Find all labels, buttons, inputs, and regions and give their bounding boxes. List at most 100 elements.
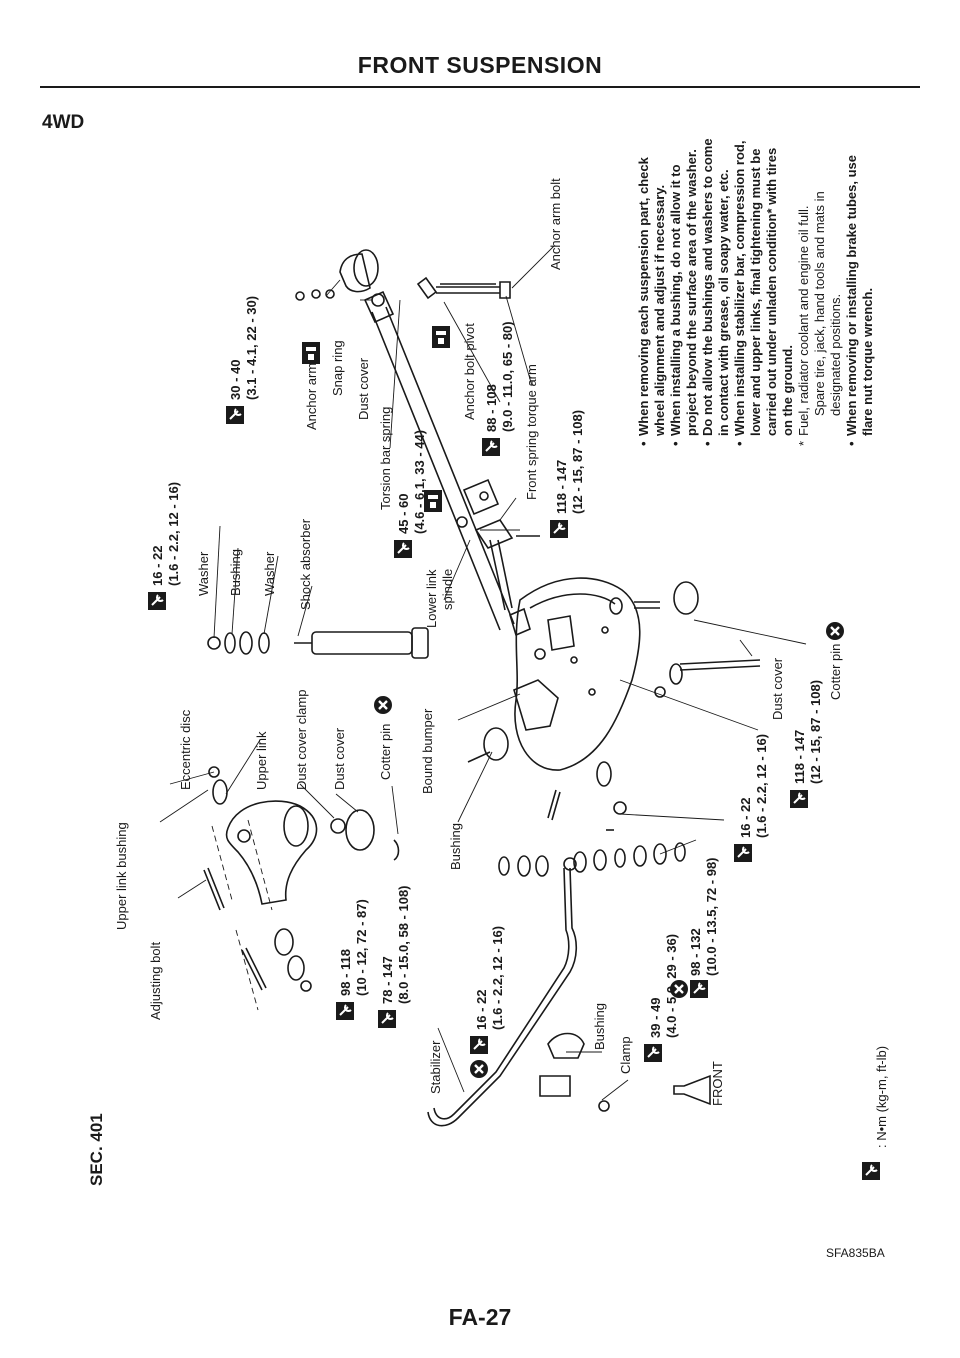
label-anchor-arm-bolt: Anchor arm bolt: [548, 178, 563, 270]
stabilizer-drawing: [427, 842, 686, 1127]
note-6b: flare nut torque wrench.: [860, 288, 875, 436]
label-washer-2: Washer: [262, 551, 277, 596]
wrench-icon: [549, 519, 569, 539]
wrench-icon: [335, 1001, 355, 1021]
shock-absorber-drawing: [207, 627, 429, 659]
anchor-arm-drawing: [295, 249, 511, 307]
torque-6-value: 16 - 22: [738, 798, 753, 838]
page-header: FRONT SUSPENSION: [357, 52, 603, 78]
torque-6-detail: (1.6 - 2.2, 12 - 16): [754, 734, 769, 838]
torque-10-value: 118 - 147: [554, 460, 569, 514]
torque-11-detail: (9.0 - 11.0, 65 - 80): [500, 321, 515, 432]
label-dust-cover-1: Dust cover: [332, 727, 347, 790]
label-spindle: spindle: [440, 569, 455, 610]
note-3b: in contact with grease, oil soapy water,…: [716, 169, 731, 436]
note-4c: carried out under unladen condition* wit…: [764, 148, 779, 436]
note-6-bullet: •: [844, 441, 859, 446]
label-bushing-1: Bushing: [448, 823, 463, 870]
note-3-bullet: •: [700, 441, 715, 446]
note-2a: When installing a bushing, do not allow …: [668, 164, 683, 436]
torque-1-detail: (10 - 12, 72 - 87): [354, 899, 369, 996]
stabilizer-washers: [498, 842, 686, 877]
label-bound-bumper: Bound bumper: [420, 708, 435, 794]
wrench-icon: [393, 539, 413, 559]
torque-legend: : N•m (kg-m, ft-lb): [861, 1046, 889, 1181]
grease-icon: [302, 342, 320, 364]
grease-icon: [424, 490, 442, 512]
torque-2-value: 78 - 147: [380, 956, 395, 1004]
label-bushing-2: Bushing: [592, 1003, 607, 1050]
torque-3-value: 16 - 22: [474, 990, 489, 1030]
replace-x-icon: [824, 620, 846, 642]
label-upper-link: Upper link: [254, 731, 269, 790]
note-2b: project beyond the surface area of the w…: [684, 149, 699, 436]
torque-5-value: 98 - 132: [688, 928, 703, 976]
sec-label: SEC. 401: [87, 1113, 106, 1186]
note-4b: lower and upper links, final tightening …: [748, 149, 763, 436]
wrench-icon: [861, 1161, 881, 1181]
label-cotter-pin-2: Cotter pin: [828, 644, 843, 700]
wrench-icon: [733, 843, 753, 863]
torque-5-detail: (10.0 - 13.5, 72 - 98): [704, 857, 719, 976]
label-lower-link: Lower link: [424, 569, 439, 628]
note-5b: Spare tire, jack, hand tools and mats in: [812, 191, 827, 416]
torque-4-value: 39 - 49: [648, 998, 663, 1038]
label-anchor-arm: Anchor arm: [304, 363, 319, 430]
wrench-icon: [377, 1009, 397, 1029]
spindle-drawing: [456, 491, 540, 611]
wrench-icon: [789, 789, 809, 809]
label-adjusting-bolt: Adjusting bolt: [148, 942, 163, 1020]
torque-11-value: 88 - 108: [484, 384, 499, 432]
compression-rod-drawing: [547, 581, 761, 831]
note-4a: When installing stabilizer bar, compress…: [732, 141, 747, 436]
note-6a: When removing or installing brake tubes,…: [844, 155, 859, 436]
torque-12-detail: (3.1 - 4.1, 22 - 30): [244, 296, 259, 400]
label-bushing-3: Bushing: [228, 549, 243, 596]
label-dust-cover-3: Dust cover: [770, 657, 785, 720]
wrench-icon: [225, 405, 245, 425]
label-clamp: Clamp: [618, 1036, 633, 1074]
torque-9-value: 45 - 60: [396, 494, 411, 534]
replace-x-icon: [468, 1058, 490, 1080]
part-labels: Upper link bushing Adjusting bolt Eccent…: [114, 178, 843, 1106]
wrench-icon: [147, 591, 167, 611]
label-front-spring-torque-arm: Front spring torque arm: [524, 364, 539, 500]
page-number: FA-27: [448, 1304, 512, 1330]
note-5a: Fuel, radiator coolant and engine oil fu…: [796, 205, 811, 436]
upper-link-drawing: [203, 766, 400, 1011]
label-dust-cover-2: Dust cover: [356, 357, 371, 420]
grease-icon: [432, 326, 450, 348]
bound-bumper-drawing: [467, 679, 559, 763]
label-eccentric-disc: Eccentric disc: [178, 709, 193, 790]
section-subtitle: 4WD: [42, 112, 85, 133]
torque-2-detail: (8.0 - 15.0, 58 - 108): [396, 885, 411, 1004]
torque-7-detail: (12 - 15, 87 - 108): [808, 680, 823, 784]
torque-8-value: 16 - 22: [150, 546, 165, 586]
label-dust-cover-clamp: Dust cover clamp: [294, 690, 309, 790]
label-torsion-bar-spring: Torsion bar spring: [378, 407, 393, 510]
header-rule: [40, 86, 920, 88]
torque-8-detail: (1.6 - 2.2, 12 - 16): [166, 482, 181, 586]
replace-x-icon: [668, 978, 690, 1000]
note-2-bullet: •: [668, 441, 683, 446]
torque-7-value: 118 - 147: [792, 730, 807, 784]
torque-9-detail: (4.6 - 6.1, 33 - 44): [412, 430, 427, 534]
torque-3-detail: (1.6 - 2.2, 12 - 16): [490, 926, 505, 1030]
front-arrow-icon: [673, 1074, 711, 1106]
diagram-code: SFA835BA: [826, 1246, 885, 1260]
note-1b: wheel alignment and adjust if necessary.: [652, 185, 667, 437]
torque-specs: 98 - 118 (10 - 12, 72 - 87) 78 - 147 (8.…: [147, 296, 846, 1080]
torque-1-value: 98 - 118: [338, 949, 353, 996]
note-1a: When removing each suspension part, chec…: [636, 156, 651, 436]
notes: • When removing each suspension part, ch…: [636, 138, 875, 446]
replace-x-icon: [372, 694, 394, 716]
note-4-bullet: •: [732, 441, 747, 446]
wrench-icon: [481, 437, 501, 457]
torque-12-value: 30 - 40: [228, 360, 243, 400]
label-shock-absorber: Shock absorber: [298, 518, 313, 610]
note-5c: designated positions.: [828, 294, 843, 416]
label-upper-link-bushing: Upper link bushing: [114, 822, 129, 930]
leader-lines: [159, 245, 807, 1101]
lower-link-drawing: [509, 577, 641, 771]
